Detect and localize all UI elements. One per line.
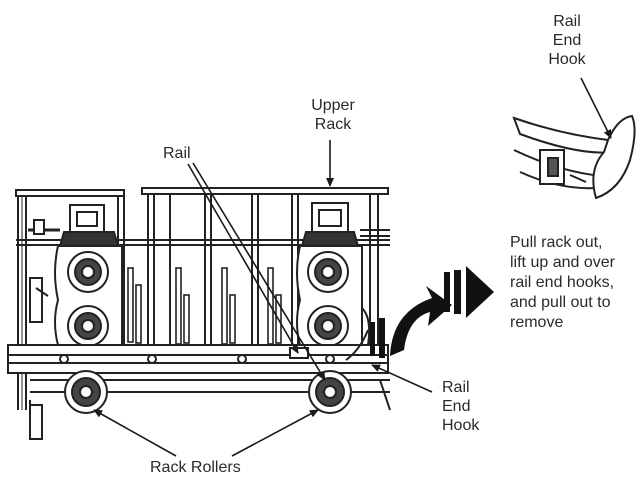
label-line: End bbox=[552, 32, 582, 49]
label-line: Hook bbox=[442, 417, 480, 434]
rack-rollers-label: Rack Rollers bbox=[150, 459, 241, 476]
instruction-line: lift up and over bbox=[510, 254, 615, 271]
rail-label: Rail bbox=[163, 145, 191, 162]
label-line: Hook bbox=[548, 51, 586, 68]
upper-rack-frame bbox=[15, 187, 390, 410]
label-line: End bbox=[442, 398, 471, 415]
instruction-line: remove bbox=[510, 314, 564, 331]
hook-closeup bbox=[512, 114, 636, 200]
rack-roller-left bbox=[64, 370, 108, 414]
rail-end-hook-label-side: Rail End Hook bbox=[442, 378, 479, 435]
label-line: Upper bbox=[311, 97, 355, 114]
instruction-line: and pull out to bbox=[510, 294, 611, 311]
hook-curve bbox=[345, 329, 369, 361]
instruction-line: rail end hooks, bbox=[510, 274, 615, 291]
left-adjuster bbox=[54, 204, 123, 347]
rail-end-hook-side bbox=[361, 305, 371, 346]
removal-instruction: Pull rack out, lift up and over rail end… bbox=[510, 233, 643, 333]
rack-roller-right bbox=[308, 370, 352, 414]
rail-end-hook-label-top: Rail End Hook bbox=[540, 12, 594, 69]
upper-rack-label: Upper Rack bbox=[300, 96, 366, 134]
right-adjuster bbox=[296, 202, 363, 347]
instruction-line: Pull rack out, bbox=[510, 234, 603, 251]
rail bbox=[7, 344, 389, 374]
label-line: Rack bbox=[314, 116, 352, 133]
removal-arrow bbox=[370, 266, 494, 358]
label-line: Rail bbox=[553, 13, 581, 30]
leader-lines bbox=[93, 77, 612, 457]
label-line: Rail bbox=[442, 379, 470, 396]
